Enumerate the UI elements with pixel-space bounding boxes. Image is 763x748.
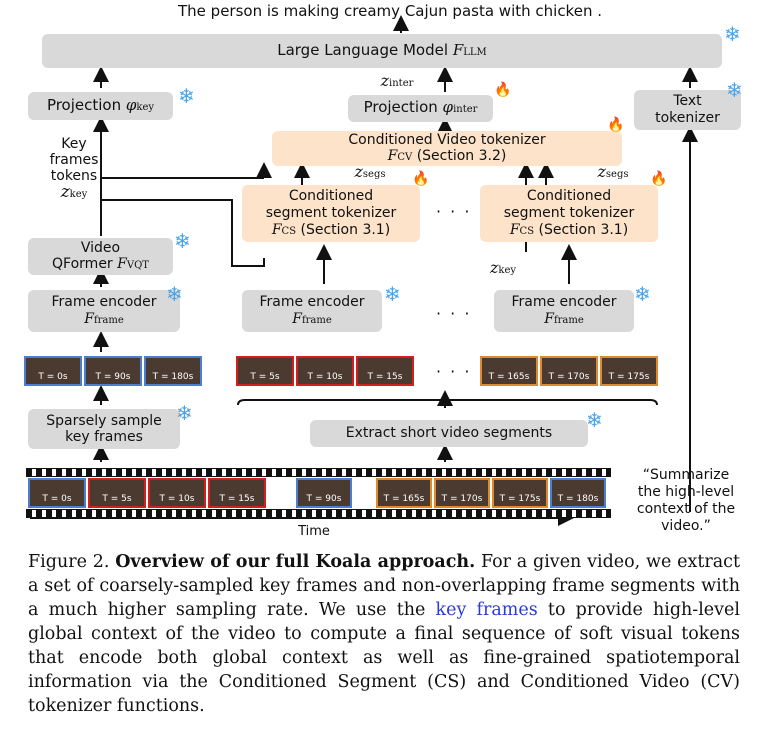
text-tokenizer-box: Text tokenizer [634, 90, 741, 130]
caption-part1: For a given video, we extract a set of c… [28, 552, 740, 620]
caption-link[interactable]: key frames [435, 600, 538, 620]
projection-inter-symbol: φ [442, 98, 454, 116]
ellipsis: · · · [436, 304, 472, 323]
projection-inter-box: Projection φinter [348, 95, 493, 122]
ellipsis: · · · [436, 202, 472, 221]
ellipsis: · · · [436, 362, 472, 381]
frame-thumbnail: T = 10s [296, 356, 354, 386]
frozen-icon: ❄ [178, 84, 195, 108]
filmstrip-top-edge [26, 468, 611, 477]
filmstrip-bottom-edge [26, 509, 611, 518]
frozen-icon: ❄ [634, 282, 651, 306]
frame-encoder-box-seg1: Frame encoder Fframe [242, 290, 382, 332]
frame-thumbnail: T = 175s [600, 356, 658, 386]
caption-title: Overview of our full Koala approach. [115, 552, 476, 572]
frozen-icon: ❄ [586, 408, 603, 432]
frame-thumbnail: T = 0s [24, 356, 82, 386]
trainable-flame-icon: 🔥 [650, 171, 668, 187]
key-frames-tokens-label: Key frames tokens zkey [49, 136, 99, 202]
text-tokenizer-line1: Text [673, 93, 702, 109]
figure-caption: Figure 2. Overview of our full Koala app… [28, 550, 740, 718]
frame-thumbnail: T = 0s [28, 478, 86, 508]
frozen-icon: ❄ [726, 78, 743, 102]
frame-thumbnail: T = 5s [236, 356, 294, 386]
segment-strip-2: T = 165s T = 170s T = 175s [480, 356, 658, 386]
z-segs-label-2: zsegs [597, 162, 629, 181]
frozen-icon: ❄ [174, 229, 191, 253]
projection-key-symbol: φ [125, 95, 137, 114]
caption-fig: Figure 2. [28, 552, 110, 572]
z-segs-label-1: zsegs [354, 162, 386, 181]
trainable-flame-icon: 🔥 [494, 82, 512, 98]
frame-thumbnail: T = 90s [84, 356, 142, 386]
video-qformer-box: Video QFormer FVQT [28, 238, 173, 275]
cv-tokenizer-box: Conditioned Video tokenizer FCV (Section… [272, 131, 622, 166]
frame-thumbnail: T = 170s [540, 356, 598, 386]
frame-encoder-box-keyframes: Frame encoder Fframe [28, 290, 180, 332]
llm-symbol: F [452, 40, 464, 59]
frame-thumbnail: T = 180s [144, 356, 202, 386]
extract-segments-box: Extract short video segments [310, 420, 588, 447]
z-inter-label: zinter [380, 71, 414, 90]
frame-thumbnail: T = 165s [480, 356, 538, 386]
frozen-icon: ❄ [166, 282, 183, 306]
frozen-icon: ❄ [384, 282, 401, 306]
sparse-sample-box: Sparsely sample key frames [28, 409, 180, 449]
connector-arrows [30, 15, 698, 526]
projection-key-sub: key [136, 101, 155, 113]
z-key-label: zkey [489, 258, 517, 277]
frame-encoder-box-seg2: Frame encoder Fframe [494, 290, 634, 332]
frame-thumbnail: T = 15s [208, 478, 266, 508]
cs-tokenizer-box-1: Conditioned segment tokenizer FCS (Secti… [242, 185, 420, 242]
prompt-text: “Summarize the high-level context of the… [636, 467, 736, 534]
caption-part2: to provide high-level global context of … [28, 600, 740, 716]
frozen-icon: ❄ [724, 22, 741, 46]
projection-inter-label: Projection [363, 98, 438, 116]
frame-thumbnail: T = 15s [356, 356, 414, 386]
cv-tokenizer-line1: Conditioned Video tokenizer [348, 131, 546, 148]
frame-thumbnail: T = 90s [296, 478, 352, 508]
frame-thumbnail: T = 165s [376, 478, 432, 508]
projection-key-label: Projection [46, 95, 122, 114]
llm-sub: LLM [463, 46, 487, 58]
trainable-flame-icon: 🔥 [607, 117, 625, 133]
segment-strip-1: T = 5s T = 10s T = 15s [236, 356, 414, 386]
projection-inter-sub: inter [453, 104, 478, 115]
llm-label: Large Language Model [277, 40, 449, 59]
frozen-icon: ❄ [176, 401, 193, 425]
key-frames-strip: T = 0s T = 90s T = 180s [24, 356, 202, 386]
frame-thumbnail: T = 5s [88, 478, 146, 508]
time-label: Time [298, 524, 330, 539]
output-text: The person is making creamy Cajun pasta … [178, 2, 602, 20]
frame-thumbnail: T = 175s [492, 478, 548, 508]
frame-thumbnail: T = 180s [550, 478, 606, 508]
cs-tokenizer-box-2: Conditioned segment tokenizer FCS (Secti… [480, 185, 658, 242]
projection-key-box: Projection φkey [28, 92, 173, 120]
trainable-flame-icon: 🔥 [412, 171, 430, 187]
frame-thumbnail: T = 170s [434, 478, 490, 508]
frame-thumbnail: T = 10s [148, 478, 206, 508]
text-tokenizer-line2: tokenizer [655, 110, 720, 126]
llm-box: Large Language Model FLLM [42, 34, 722, 68]
timeline-strip: T = 0s T = 5s T = 10s T = 15s T = 90s T … [28, 478, 606, 508]
